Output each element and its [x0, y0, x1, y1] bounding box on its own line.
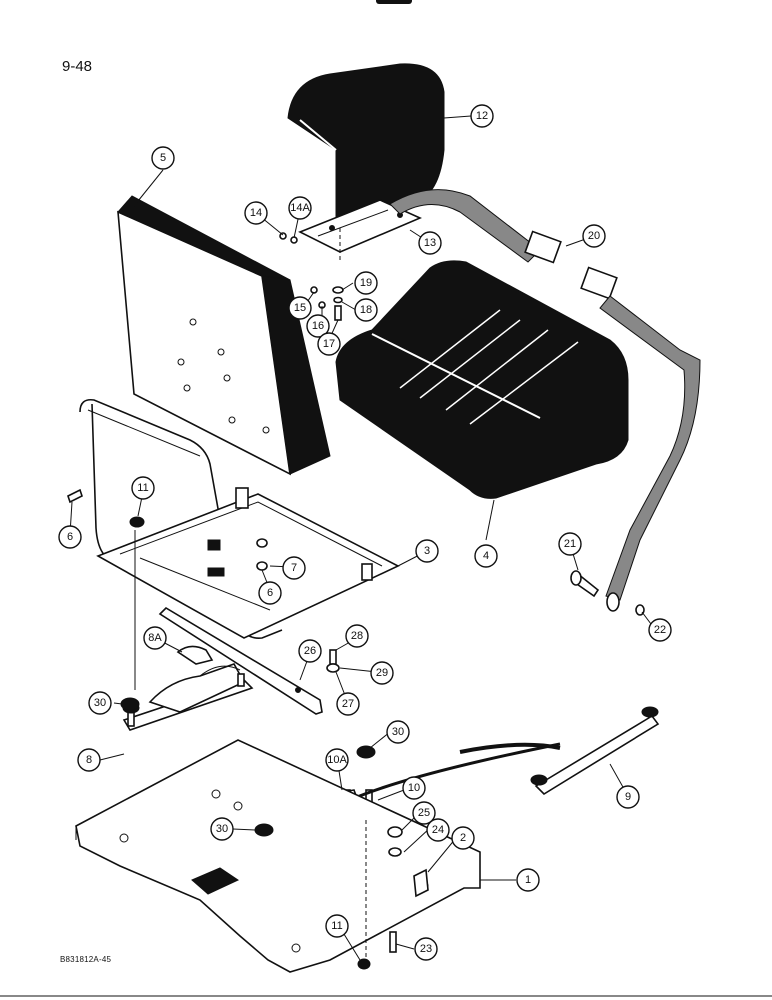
svg-text:11: 11 — [331, 920, 342, 932]
callout-23: 23 — [414, 937, 438, 961]
fastener-hardware — [357, 826, 429, 970]
callout-14A: 14A — [288, 196, 312, 220]
callout-30-left: 30 — [88, 691, 112, 715]
callout-2: 2 — [451, 826, 475, 850]
callout-8: 8 — [77, 748, 101, 772]
callout-16: 16 — [306, 314, 330, 338]
callout-14: 14 — [244, 201, 268, 225]
svg-text:30: 30 — [392, 726, 404, 738]
svg-text:25: 25 — [418, 807, 430, 819]
callout-6-left: 6 — [58, 525, 82, 549]
svg-text:28: 28 — [351, 630, 363, 642]
bolt-left — [67, 488, 83, 504]
callout-29: 29 — [370, 661, 394, 685]
callout-25: 25 — [412, 801, 436, 825]
svg-text:12: 12 — [476, 110, 488, 122]
rubber-mounts — [120, 697, 376, 837]
belt-anchor-hardware — [570, 570, 645, 616]
mount-nut-upper — [129, 516, 145, 528]
svg-text:8A: 8A — [148, 632, 162, 644]
callout-22: 22 — [648, 618, 672, 642]
callout-12: 12 — [470, 104, 494, 128]
svg-text:19: 19 — [360, 277, 372, 289]
callout-20: 20 — [582, 224, 606, 248]
figure-code: B831812A-45 — [60, 955, 112, 964]
seat-cushion — [335, 260, 629, 499]
floor-plate — [75, 739, 481, 973]
callout-4: 4 — [474, 544, 498, 568]
svg-text:6: 6 — [267, 587, 273, 599]
slide-link-bar — [158, 606, 323, 715]
callout-5: 5 — [151, 146, 175, 170]
svg-text:3: 3 — [424, 545, 430, 557]
callout-30-right: 30 — [386, 720, 410, 744]
svg-text:9: 9 — [625, 791, 631, 803]
seat-base-frame — [96, 487, 400, 639]
slide-rail-left — [122, 663, 254, 731]
svg-text:5: 5 — [160, 152, 166, 164]
svg-text:21: 21 — [564, 538, 576, 550]
callout-7: 7 — [282, 556, 306, 580]
svg-text:30: 30 — [216, 823, 228, 835]
callout-19: 19 — [354, 271, 378, 295]
slide-rail-loose — [459, 706, 660, 796]
seat-belt — [389, 189, 701, 612]
callout-3: 3 — [415, 539, 439, 563]
title-fragment — [376, 0, 412, 4]
svg-text:17: 17 — [323, 338, 335, 350]
svg-text:14A: 14A — [290, 202, 310, 214]
svg-text:4: 4 — [483, 550, 489, 562]
callout-28: 28 — [345, 624, 369, 648]
svg-text:2: 2 — [460, 832, 466, 844]
svg-text:29: 29 — [376, 667, 388, 679]
svg-text:13: 13 — [424, 237, 436, 249]
svg-text:7: 7 — [291, 562, 297, 574]
svg-text:16: 16 — [312, 320, 324, 332]
seat-back — [117, 195, 331, 476]
callout-13: 13 — [418, 231, 442, 255]
callout-24: 24 — [426, 818, 450, 842]
svg-text:30: 30 — [94, 697, 106, 709]
svg-text:6: 6 — [67, 531, 73, 543]
callout-11-lower: 11 — [325, 914, 349, 938]
svg-text:15: 15 — [294, 302, 306, 314]
callout-1: 1 — [516, 868, 540, 892]
callout-21: 21 — [558, 532, 582, 556]
callout-26: 26 — [298, 639, 322, 663]
callout-8A: 8A — [143, 626, 167, 650]
callout-17: 17 — [317, 332, 341, 356]
callout-11-upper: 11 — [131, 476, 155, 500]
svg-text:26: 26 — [304, 645, 316, 657]
svg-text:24: 24 — [432, 824, 444, 836]
callout-6-center: 6 — [258, 581, 282, 605]
svg-text:10: 10 — [408, 782, 420, 794]
svg-text:11: 11 — [137, 482, 148, 494]
svg-text:8: 8 — [86, 754, 92, 766]
svg-text:10A: 10A — [327, 754, 347, 766]
callout-30-lower: 30 — [210, 817, 234, 841]
callout-10: 10 — [402, 776, 426, 800]
callout-27: 27 — [336, 692, 360, 716]
svg-text:1: 1 — [525, 874, 531, 886]
svg-text:18: 18 — [360, 304, 372, 316]
callout-15: 15 — [288, 296, 312, 320]
latch-clip — [176, 645, 214, 665]
svg-text:20: 20 — [588, 230, 600, 242]
callout-10A: 10A — [325, 748, 349, 772]
bracket-hardware — [279, 232, 344, 321]
page-number: 9-48 — [62, 58, 93, 75]
callout-9: 9 — [616, 785, 640, 809]
bolt-28-washer-27 — [326, 649, 340, 673]
headrest-bracket — [298, 199, 422, 262]
svg-text:14: 14 — [250, 207, 262, 219]
svg-text:27: 27 — [342, 698, 354, 710]
svg-text:22: 22 — [654, 624, 666, 636]
callout-18: 18 — [354, 298, 378, 322]
svg-text:23: 23 — [420, 943, 432, 955]
